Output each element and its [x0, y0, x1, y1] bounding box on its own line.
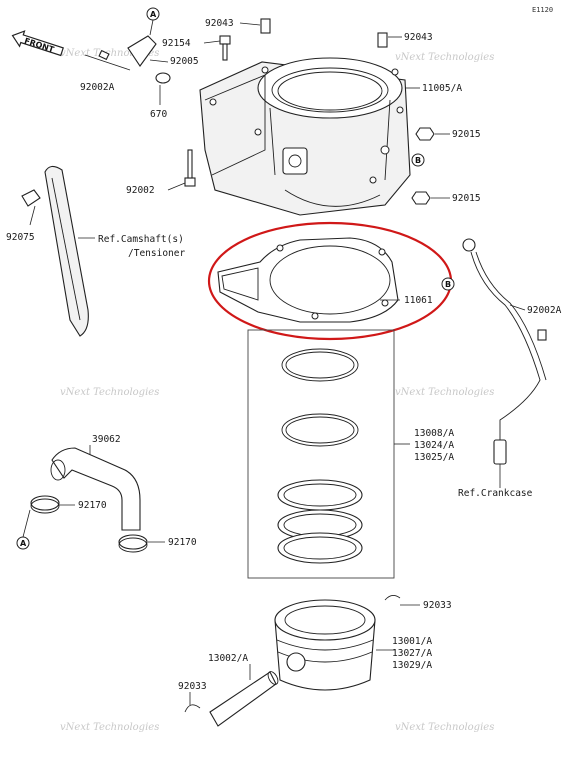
watermarks: vNext Technologies vNext Technologies vN…: [60, 48, 494, 733]
dowel-pin: [260, 18, 271, 34]
reference-label: /Tensioner: [128, 248, 185, 259]
dowel-pin: [377, 32, 388, 48]
svg-text:B: B: [415, 156, 421, 165]
part-number-label: 13001/A: [392, 636, 432, 647]
ref-circle-b: B: [441, 277, 455, 291]
part-number-label: 92170: [78, 500, 107, 511]
ref-circle-a: A: [146, 7, 160, 36]
part-number-label: 92154: [162, 38, 191, 49]
part-number-label: 670: [150, 109, 167, 120]
cylinder-block: [199, 57, 411, 216]
part-number-label: 13008/A: [414, 428, 454, 439]
watermark-text: vNext Technologies: [395, 722, 494, 733]
circlip: [184, 704, 201, 713]
part-number-label: 13027/A: [392, 648, 432, 659]
watermark-text: vNext Technologies: [60, 722, 159, 733]
part-number-label: 92043: [205, 18, 234, 29]
circlip: [384, 595, 401, 601]
bolt-92154: [219, 35, 231, 61]
part-number-label: 92002A: [527, 305, 562, 316]
part-number-label: 92015: [452, 193, 481, 204]
nut-92015: [411, 191, 431, 205]
part-number-label: 92033: [178, 681, 207, 692]
part-number-label: 92015: [452, 129, 481, 140]
piston-pin: [209, 671, 279, 727]
piston: [274, 599, 376, 691]
part-number-label: 92043: [404, 32, 433, 43]
watermark-text: vNext Technologies: [60, 387, 159, 398]
reference-label: Ref.Crankcase: [458, 488, 533, 499]
part-number-label: 13002/A: [208, 653, 248, 664]
ref-circle-b: B: [411, 153, 425, 167]
nut-92015: [415, 127, 435, 141]
bolt-92002: [184, 149, 196, 187]
breather-hose: [50, 447, 141, 531]
hose-clamp: [30, 495, 60, 514]
svg-text:A: A: [20, 539, 27, 548]
part-number-label: 92033: [423, 600, 452, 611]
part-number-label: 11061: [404, 295, 433, 306]
front-arrow-icon: FRONT: [11, 30, 64, 57]
part-number-label: 92170: [168, 537, 197, 548]
svg-text:B: B: [445, 280, 451, 289]
watermark-text: vNext Technologies: [395, 387, 494, 398]
part-number-label: 92075: [6, 232, 35, 243]
piston-rings: [277, 348, 363, 564]
part-number-label: 13025/A: [414, 452, 454, 463]
chain-guide: [21, 165, 89, 337]
part-number-label: 39062: [92, 434, 121, 445]
watermark-text: vNext Technologies: [60, 48, 159, 59]
part-number-label: 92002: [126, 185, 155, 196]
diagram-code: E1120: [532, 6, 553, 14]
watermark-text: vNext Technologies: [395, 52, 494, 63]
hose-clamp: [118, 534, 148, 553]
part-number-label: 13029/A: [392, 660, 432, 671]
piston-ring-set-box: [247, 329, 395, 579]
reference-label: Ref.Camshaft(s): [98, 234, 184, 245]
front-label: FRONT: [23, 36, 55, 54]
part-number-label: 92005: [170, 56, 199, 67]
part-number-label: 11005/A: [422, 83, 462, 94]
part-number-label: 92002A: [80, 82, 115, 93]
leader-lines: [29, 22, 526, 705]
svg-text:A: A: [150, 10, 157, 19]
part-labels: 92043 92043 92154 92005 92002A 670 11005…: [6, 18, 562, 692]
cylinder-base-gasket: [207, 221, 453, 341]
oil-pipe: [462, 238, 547, 465]
tensioner-mount: [84, 35, 171, 84]
ref-circle-a: A: [16, 509, 31, 550]
part-number-label: 13024/A: [414, 440, 454, 451]
